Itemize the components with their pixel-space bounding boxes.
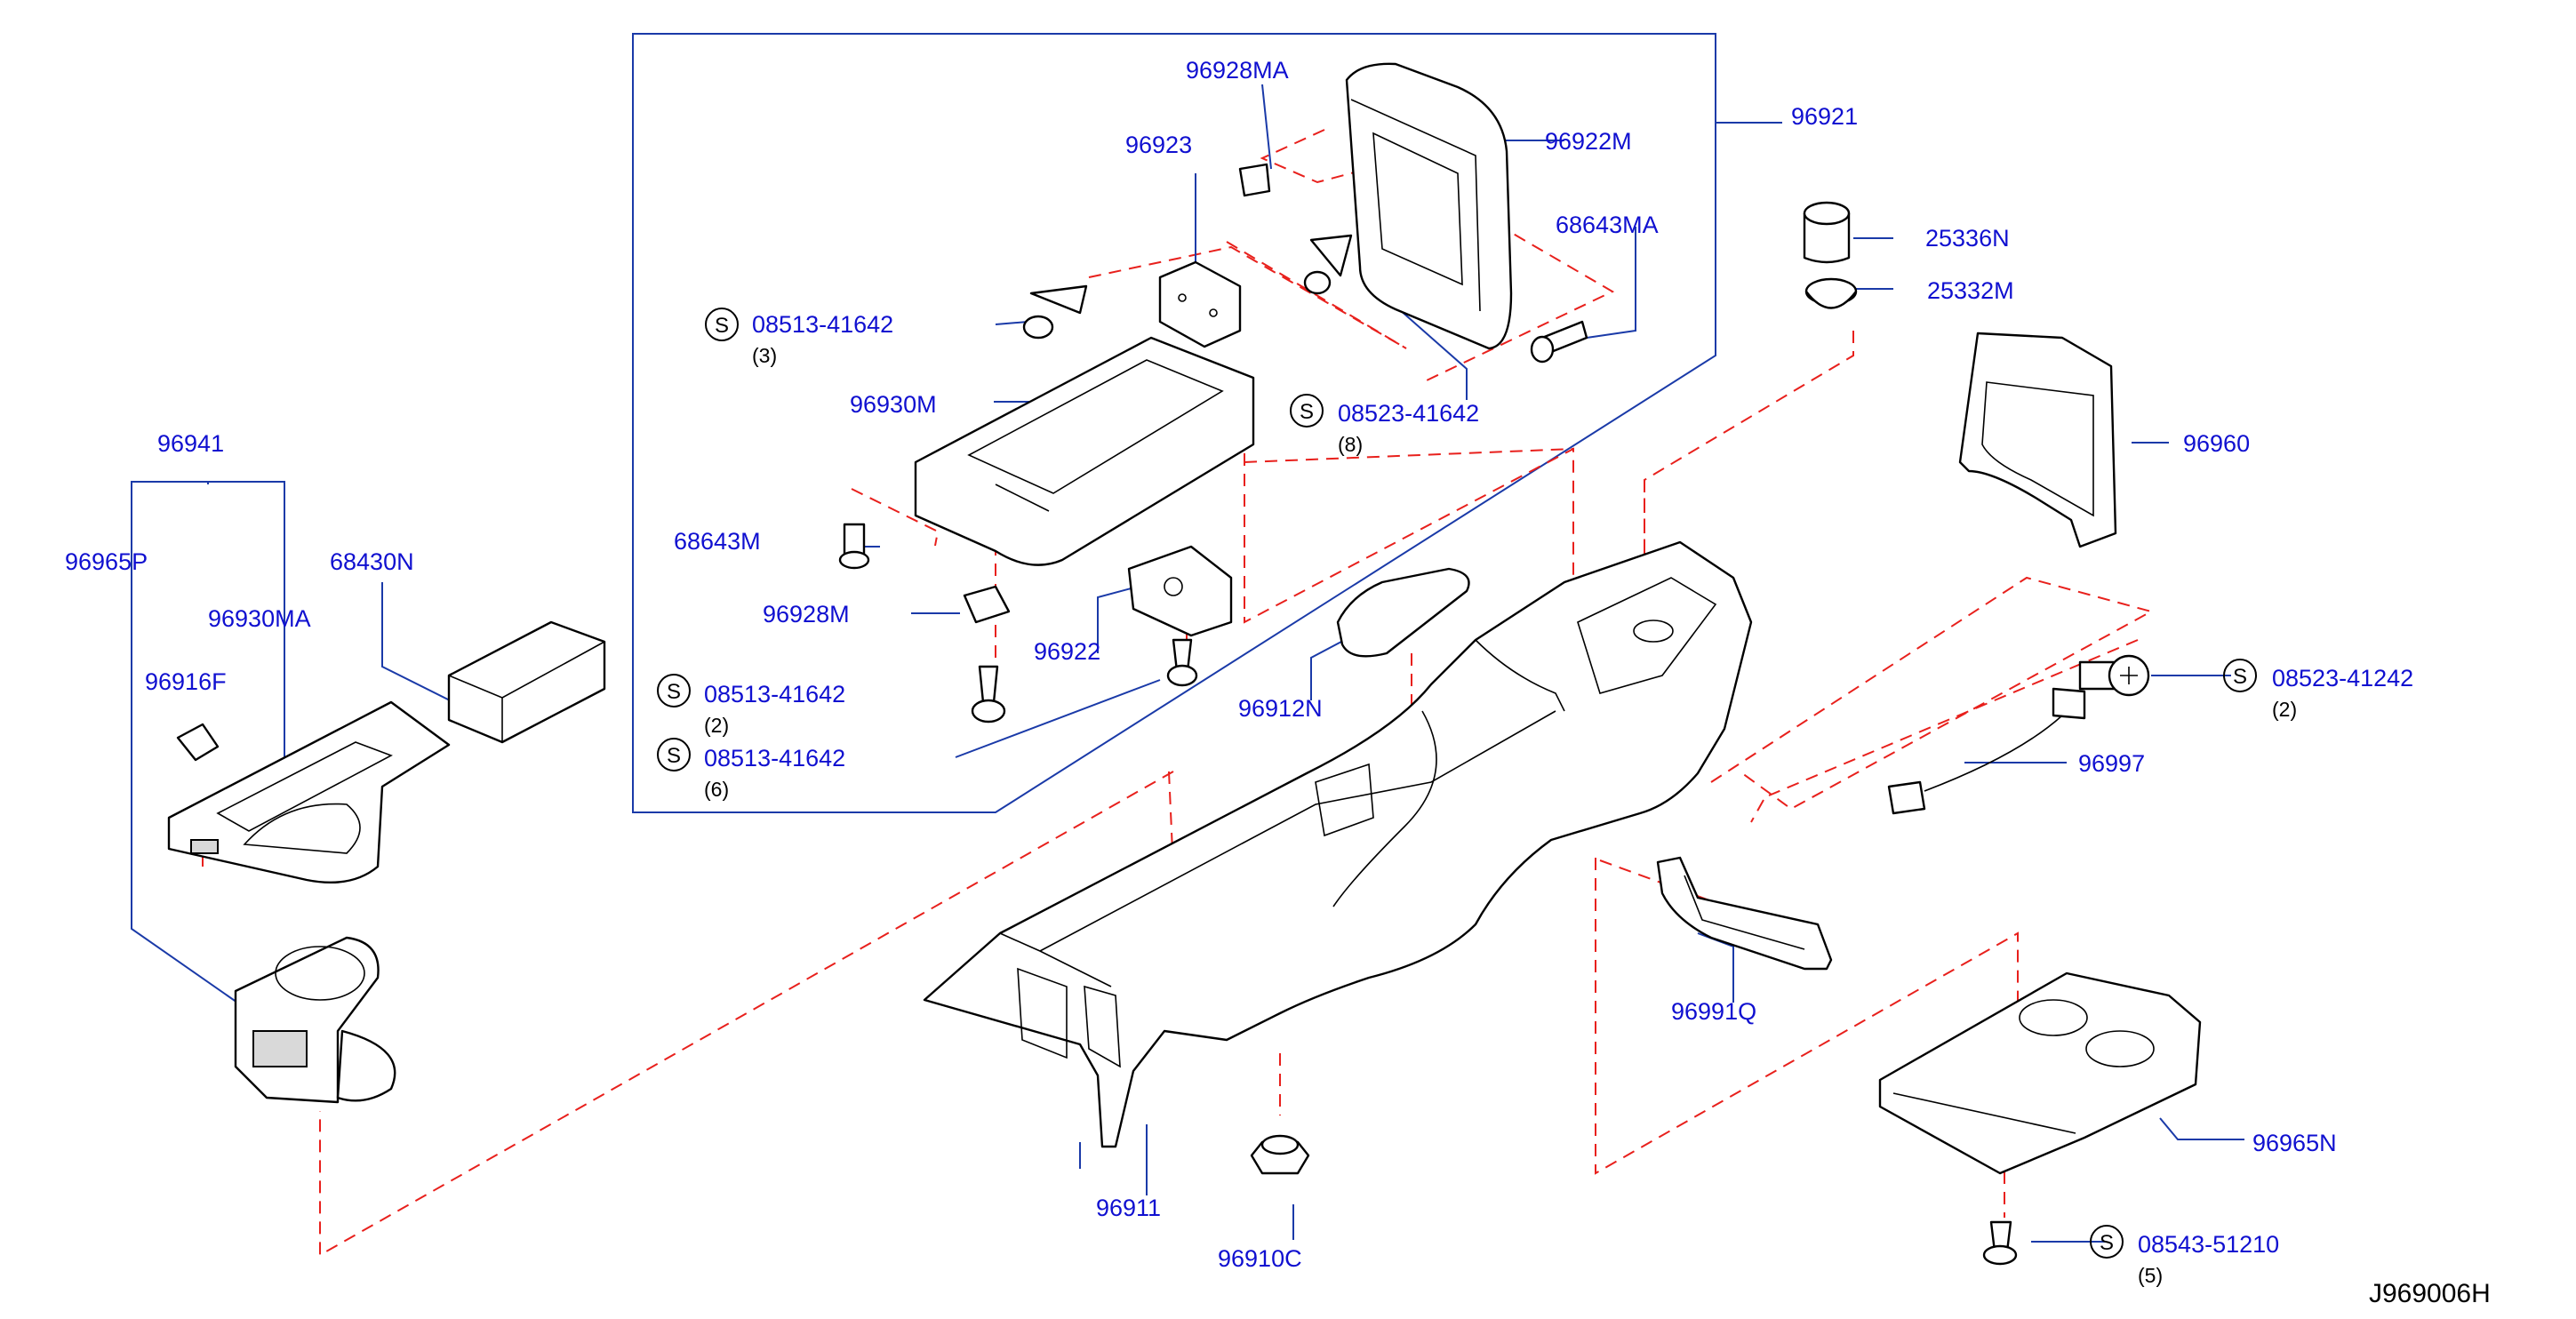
callout-08513-41642-b: 08513-41642: [704, 681, 845, 707]
callout-25336N: 25336N: [1925, 225, 2010, 252]
callout-68643M: 68643M: [674, 528, 761, 555]
screw-08523-mid: [1303, 234, 1353, 295]
callout-96922M: 96922M: [1545, 128, 1632, 155]
callout-96916F: 96916F: [145, 668, 227, 695]
callout-08523-41642: 08523-41642: [1338, 400, 1479, 427]
cupholder-96965P: [234, 936, 396, 1104]
callout-96911: 96911: [1096, 1195, 1161, 1221]
clip-96928MA: [1238, 163, 1271, 197]
finisher-96930MA: [167, 700, 451, 884]
screw-symbols: S S S S S S: [657, 308, 2257, 1259]
qty-08523-41642: (8): [1338, 433, 1363, 456]
screw-08513-lower-a: [971, 665, 1006, 723]
callout-96910C: 96910C: [1218, 1245, 1302, 1272]
callout-08523-41242: 08523-41242: [2272, 665, 2413, 691]
screw-08543-51210: [1982, 1220, 2018, 1266]
nut-96910C: [1250, 1134, 1310, 1175]
harness-96997: [1887, 687, 2086, 815]
screw-08513-lower-b: [1166, 638, 1198, 687]
screw-symbol-icon: [2223, 659, 2257, 692]
bolt-68643M: [838, 523, 870, 570]
cap-25332M: [1804, 277, 1858, 309]
callout-96960: 96960: [2183, 430, 2250, 457]
drawing-code: J969006H: [2369, 1279, 2491, 1308]
callout-25332M: 25332M: [1927, 277, 2014, 304]
screw-08513-top: [1022, 284, 1088, 340]
callout-96930M: 96930M: [850, 391, 937, 418]
screw-symbol-label: S: [715, 314, 729, 338]
callout-96965N: 96965N: [2252, 1130, 2337, 1156]
screw-symbol-icon: [657, 738, 691, 771]
screw-symbol-label: S: [667, 744, 681, 768]
clip-96928M: [963, 585, 1011, 624]
armrest-base-96930M: [914, 336, 1255, 566]
screw-symbol-icon: [705, 308, 739, 341]
callout-96941: 96941: [157, 430, 224, 457]
armrest-group-frame: [632, 33, 1716, 813]
callouts: 96928MA 96922M 96921 96923 68643MA 25336…: [65, 57, 2413, 1287]
callout-96921: 96921: [1791, 103, 1858, 130]
bracket-96991Q: [1656, 856, 1833, 971]
screw-symbol-label: S: [1300, 400, 1314, 424]
callout-96912N: 96912N: [1238, 695, 1323, 722]
callout-96997: 96997: [2078, 750, 2145, 777]
callout-96928M: 96928M: [763, 601, 850, 628]
console-body-96911: [923, 540, 1753, 1148]
callout-96930MA: 96930MA: [208, 605, 311, 632]
qty-08513-41642-a: (3): [752, 344, 777, 367]
box-68430N: [447, 620, 606, 744]
screw-symbol-label: S: [2233, 665, 2247, 689]
qty-08543-51210: (5): [2138, 1264, 2163, 1287]
callout-96991Q: 96991Q: [1671, 998, 1756, 1025]
screw-symbol-icon: [1290, 394, 1324, 428]
callout-08543-51210: 08543-51210: [2138, 1231, 2279, 1258]
callout-08513-41642-a: 08513-41642: [752, 311, 893, 338]
qty-08513-41642-c: (6): [704, 778, 729, 801]
hinge-96923: [1158, 260, 1242, 348]
callout-96922: 96922: [1034, 638, 1100, 665]
latch-96922: [1127, 545, 1233, 637]
screw-08523-41242: [2078, 654, 2150, 697]
socket-25336N: [1803, 201, 1851, 264]
qty-08523-41242: (2): [2272, 698, 2297, 721]
screw-symbol-label: S: [2100, 1231, 2114, 1255]
callout-96923: 96923: [1125, 132, 1192, 158]
screw-symbol-icon: [657, 674, 691, 707]
armrest-lid-96922M: [1345, 62, 1513, 350]
qty-08513-41642-b: (2): [704, 714, 729, 737]
callout-68430N: 68430N: [330, 548, 414, 575]
screw-symbol-icon: [2090, 1225, 2124, 1259]
callout-96965P: 96965P: [65, 548, 148, 575]
tray-96965N: [1878, 971, 2202, 1175]
pad-96912N: [1336, 567, 1470, 658]
cap-96916F: [176, 723, 220, 762]
callout-08513-41642-c: 08513-41642: [704, 745, 845, 771]
callout-96928MA: 96928MA: [1186, 57, 1289, 84]
panel-96960: [1958, 332, 2117, 548]
screw-symbol-label: S: [667, 680, 681, 704]
bolt-68643MA: [1530, 320, 1588, 364]
callout-68643MA: 68643MA: [1556, 212, 1659, 238]
